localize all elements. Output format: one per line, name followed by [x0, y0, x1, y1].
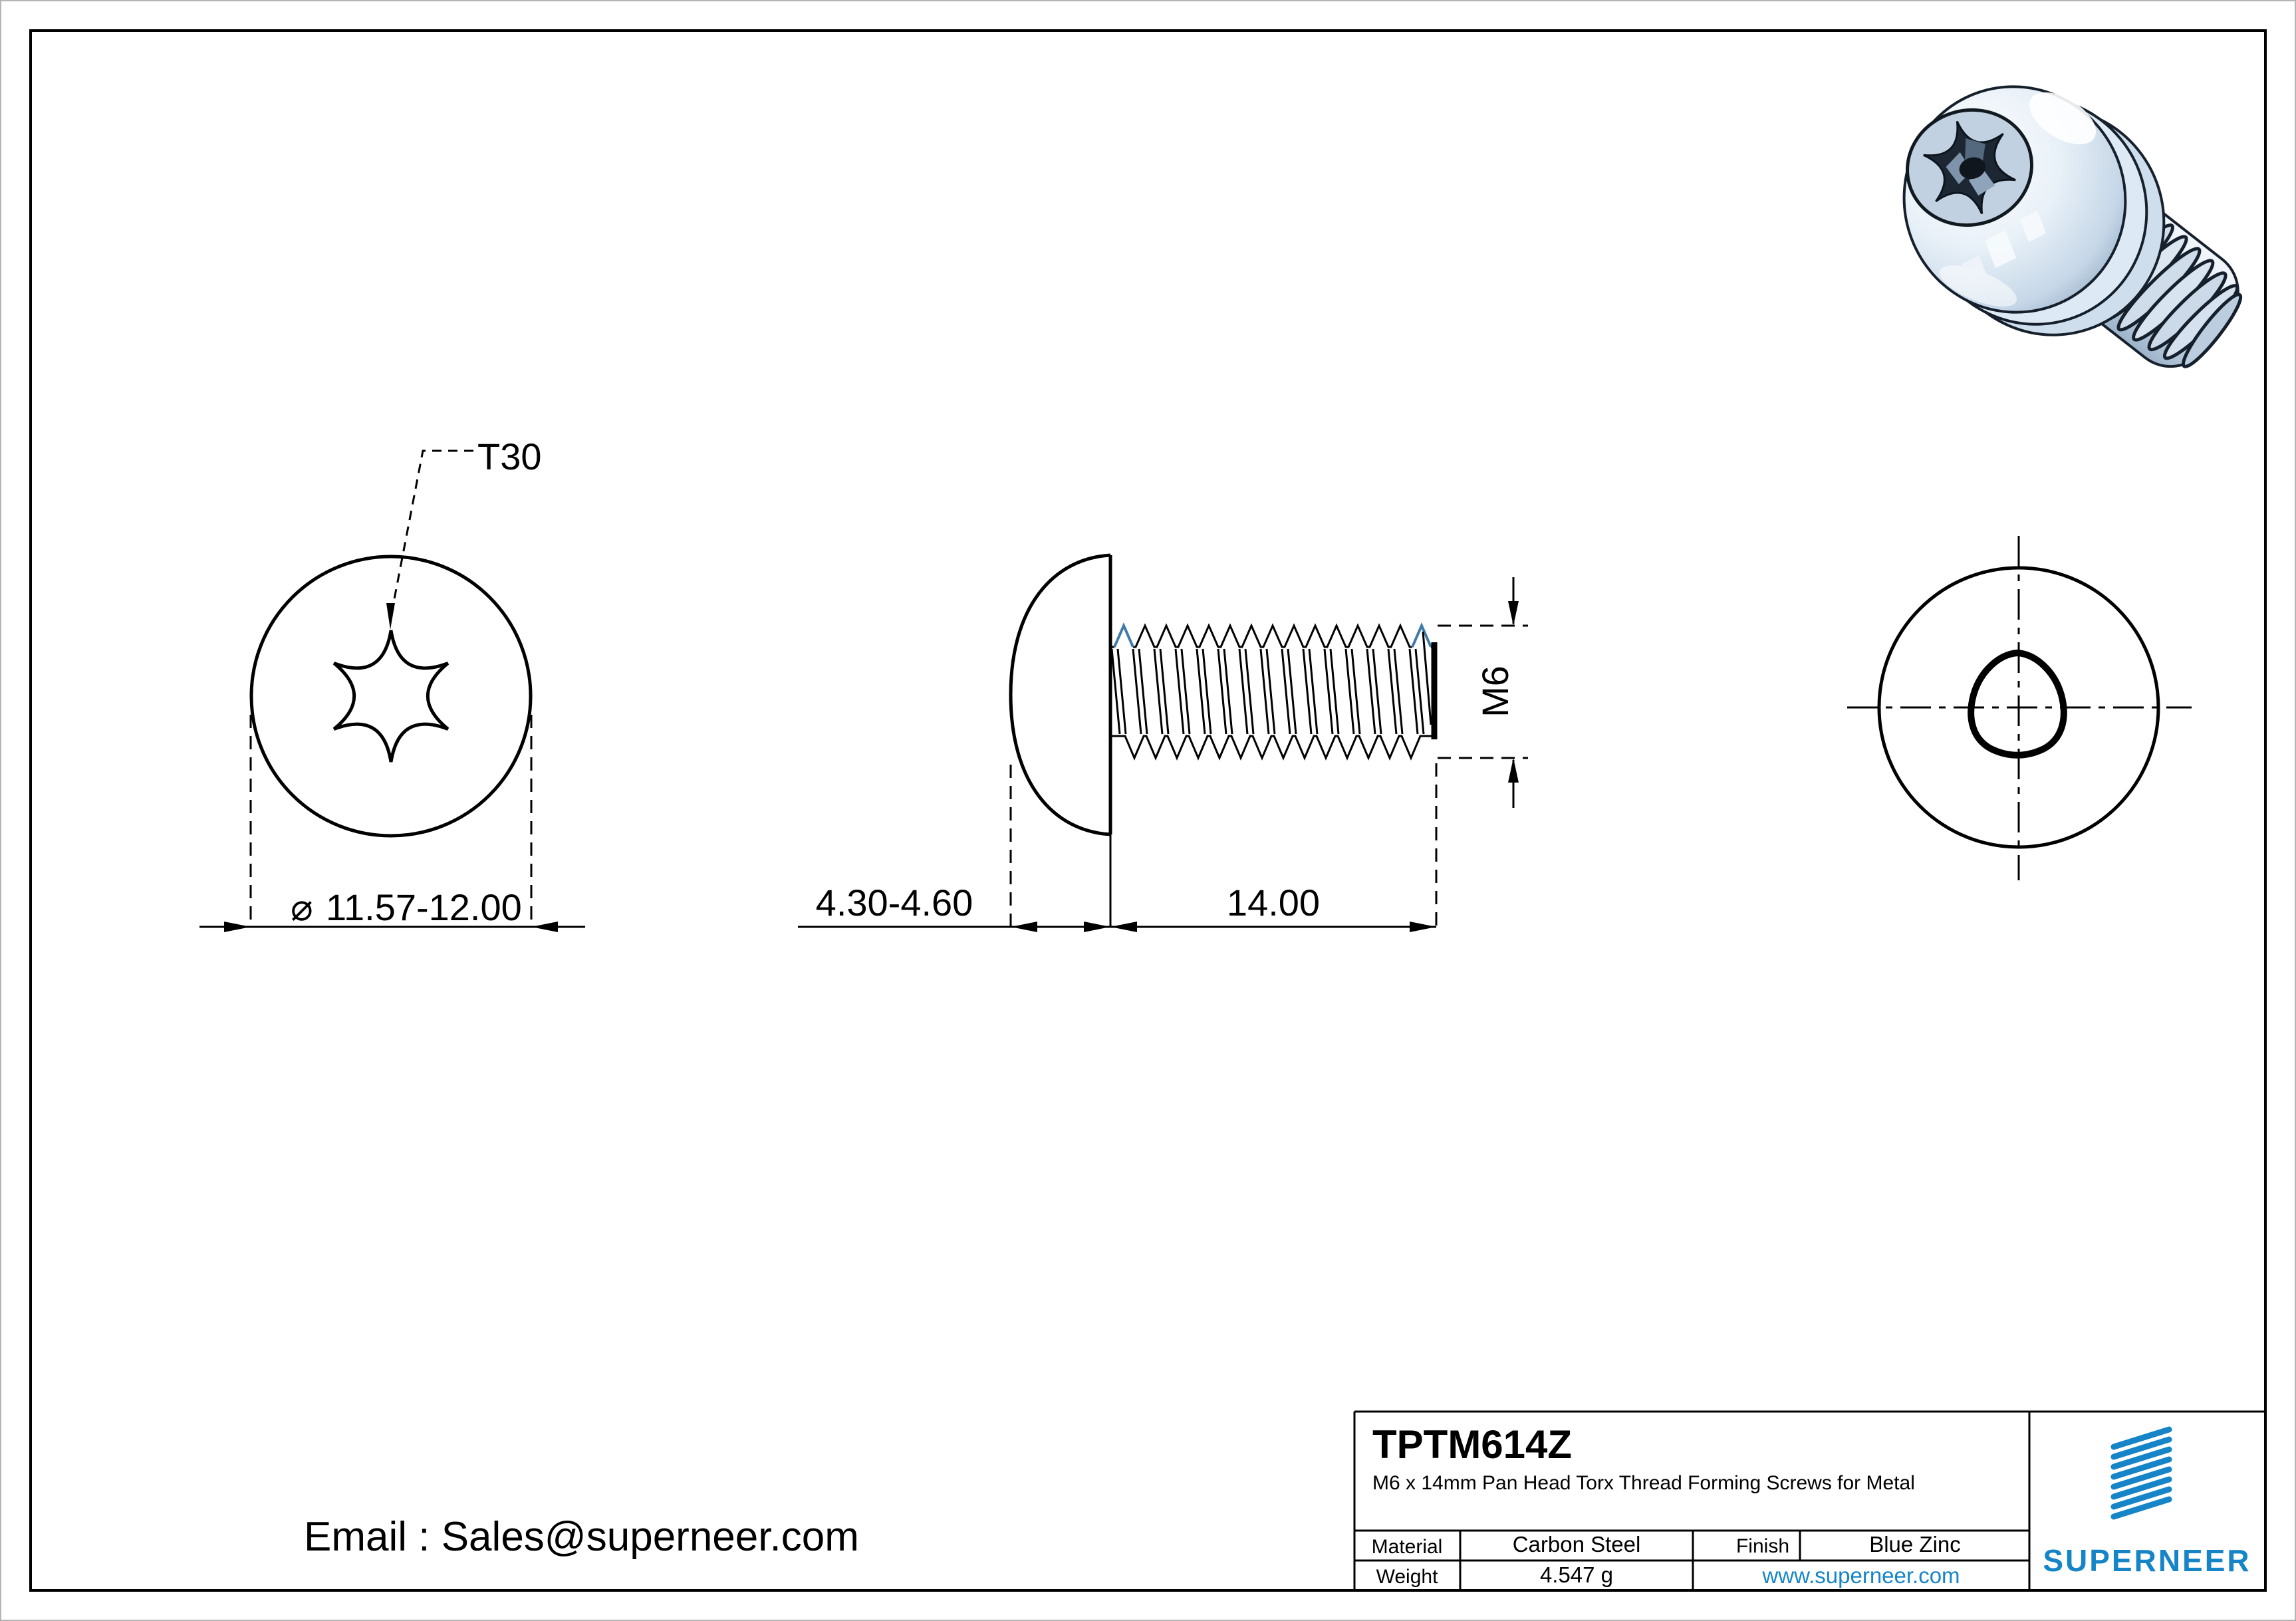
back-view	[1847, 536, 2192, 880]
superneer-logo-icon	[2110, 1426, 2172, 1520]
drive-size-label: T30	[477, 436, 542, 477]
side-view: 4.30-4.60 14.00 M6	[798, 553, 1528, 932]
finish-label: Finish	[1736, 1535, 1789, 1557]
website-link[interactable]: www.superneer.com	[1761, 1563, 1960, 1588]
contact-email: Email : Sales@superneer.com	[304, 1514, 859, 1560]
border-frame	[29, 29, 2267, 1592]
thread-size-label: M6	[1474, 666, 1516, 717]
t30-leader-line	[392, 449, 473, 603]
dim-arrow-length-left	[1110, 922, 1137, 932]
title-block: TPTM614Z M6 x 14mm Pan Head Torx Thread …	[1353, 1410, 2265, 1590]
thread-accent-right	[1411, 622, 1432, 648]
material-label: Material	[1372, 1536, 1443, 1558]
material-value: Carbon Steel	[1513, 1532, 1641, 1557]
dim-arrow-right	[531, 922, 558, 932]
thread-bottom-profile	[1110, 735, 1434, 761]
thread-flank-lines	[1110, 648, 1425, 735]
finish-value: Blue Zinc	[1869, 1532, 1961, 1557]
part-description: M6 x 14mm Pan Head Torx Thread Forming S…	[1372, 1472, 1915, 1494]
m6-arrow-down	[1508, 601, 1519, 626]
render-head	[1902, 85, 2166, 336]
render-torx-recess	[1906, 108, 2033, 227]
dim-arrow-left	[224, 922, 251, 932]
thread-accent-left	[1113, 622, 1134, 648]
thread-runout-line	[1422, 631, 1432, 725]
diameter-symbol: ⌀	[291, 886, 313, 930]
screw-3d-render	[1902, 85, 2243, 368]
dim-arrow-length-right	[1410, 922, 1436, 932]
m6-arrow-up	[1508, 758, 1519, 783]
torx-recess-outline	[332, 630, 449, 763]
front-view: T30 ⌀ 11.57-12.00	[199, 436, 585, 932]
part-number: TPTM614Z	[1372, 1422, 1572, 1467]
weight-value: 4.547 g	[1540, 1562, 1613, 1587]
t30-leader-arrow	[386, 603, 395, 630]
trilobular-shank-outline	[1968, 649, 2067, 759]
brand-name: SUPERNEER	[2043, 1543, 2251, 1578]
weight-label: Weight	[1376, 1566, 1438, 1588]
dim-arrow-head-left	[1011, 922, 1037, 932]
pan-head-profile	[1009, 553, 1111, 836]
head-height-value: 4.30-4.60	[816, 882, 973, 924]
thread-length-value: 14.00	[1227, 882, 1320, 924]
head-outline-circle	[249, 555, 533, 838]
head-diameter-value: 11.57-12.00	[326, 886, 522, 928]
dim-arrow-head-right	[1084, 922, 1110, 932]
